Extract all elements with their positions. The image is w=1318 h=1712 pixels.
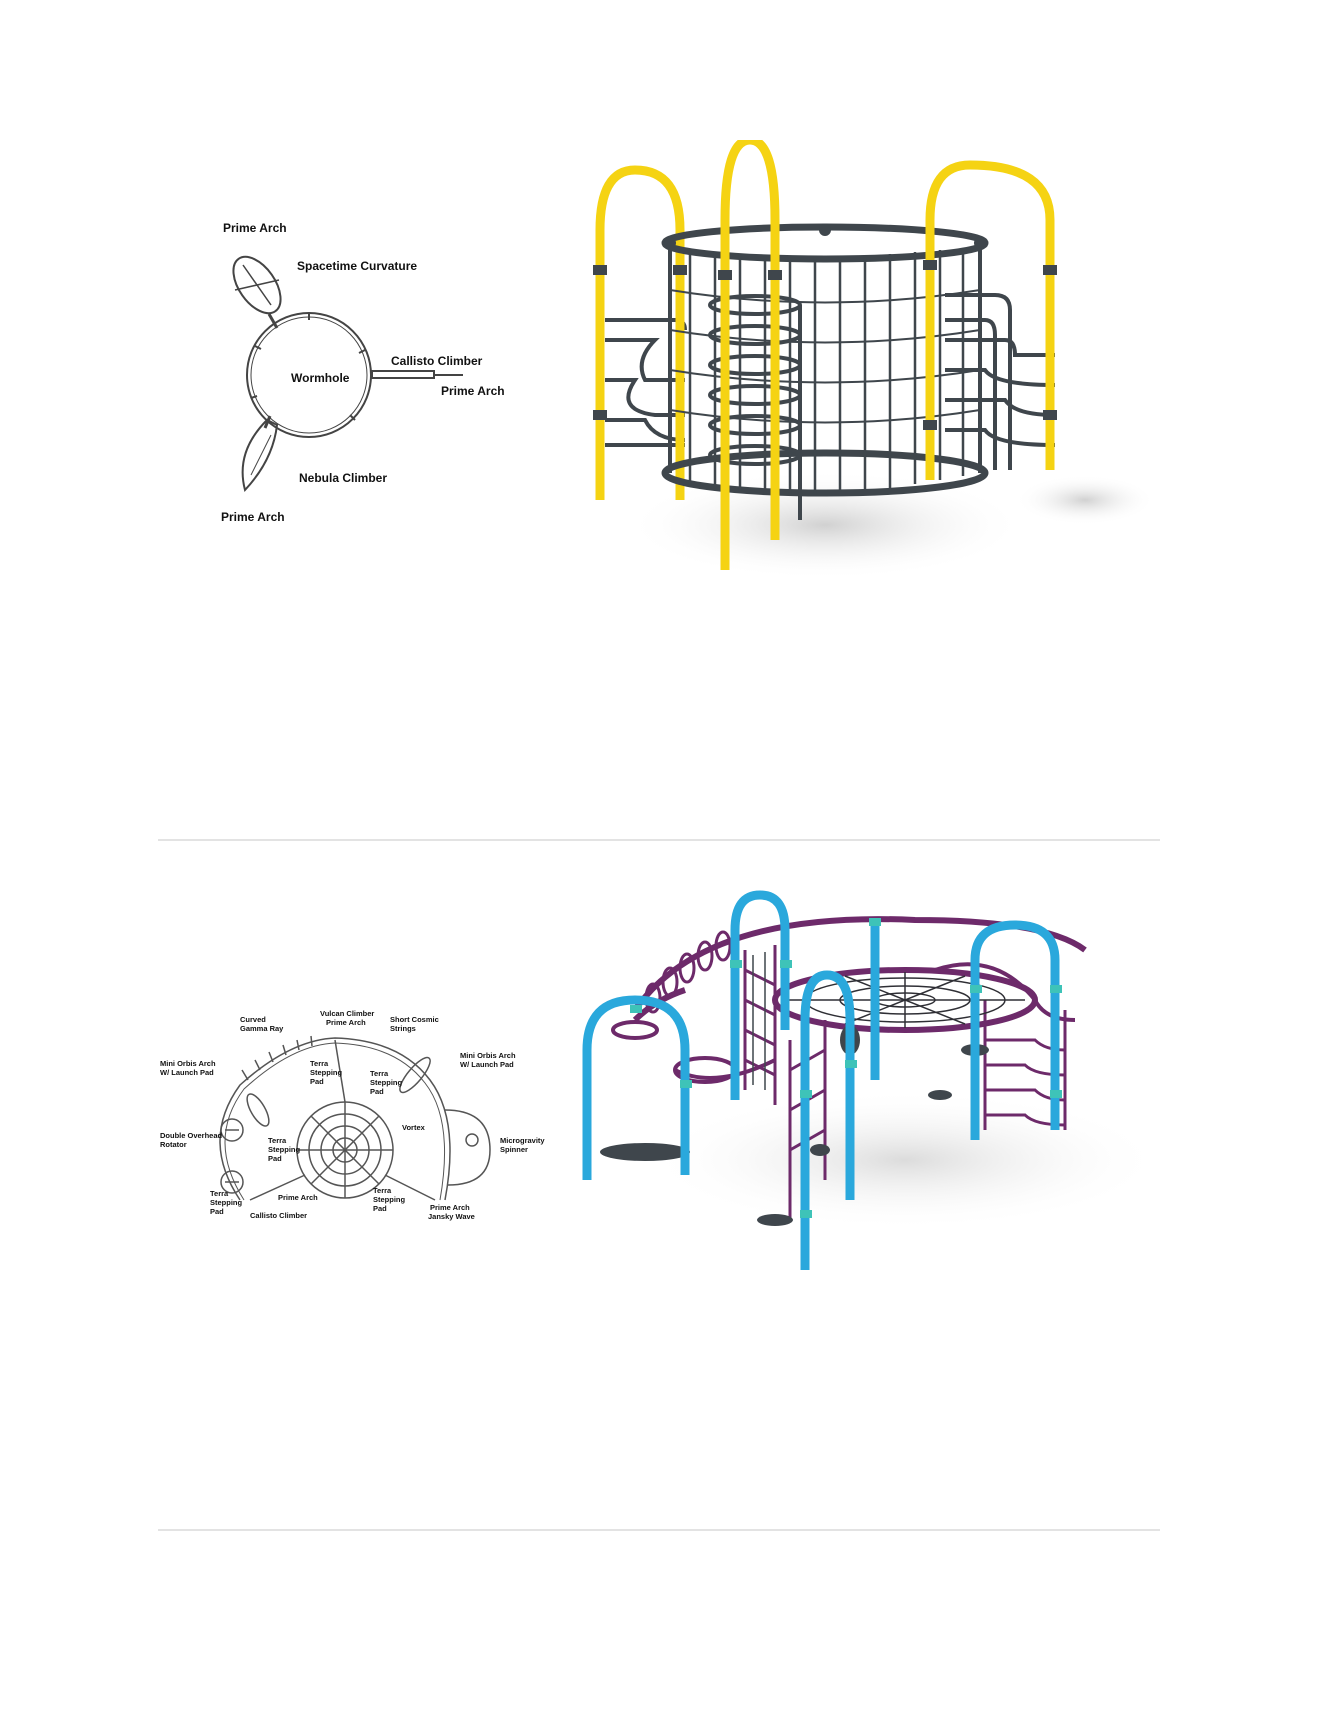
yellow-arch-right xyxy=(925,160,1055,480)
blue-arch-front-left xyxy=(582,995,690,1180)
section-divider-1 xyxy=(158,839,1160,841)
blue-arch-back-right xyxy=(970,920,1060,1140)
label-terra-low: Terra xyxy=(210,1189,229,1198)
label-terra-low-pad: Pad xyxy=(210,1207,224,1216)
label-mini-orbis-left: Mini Orbis Arch xyxy=(160,1059,216,1068)
label-terra-mid: Terra xyxy=(268,1136,287,1145)
label-callisto-climber: Callisto Climber xyxy=(391,354,483,368)
label-terra-right-stepping: Stepping xyxy=(370,1078,402,1087)
label-terra-top-pad: Pad xyxy=(310,1077,324,1086)
label-gamma-ray: Gamma Ray xyxy=(240,1024,284,1033)
label-terra-right-pad: Pad xyxy=(370,1087,384,1096)
label-prime-arch-right: Prime Arch xyxy=(441,384,505,398)
microgravity-spinner-shape xyxy=(444,1109,491,1186)
label-terra-top: Terra xyxy=(310,1059,329,1068)
label-callisto-climber-low: Callisto Climber xyxy=(250,1211,307,1220)
label-prime-arch-bottom: Prime Arch xyxy=(221,510,285,524)
label-curved: Curved xyxy=(240,1015,266,1024)
outer-arc xyxy=(219,1037,451,1201)
label-spinner: Spinner xyxy=(500,1145,528,1154)
section-divider-2 xyxy=(158,1529,1160,1531)
label-terra-lowr: Terra xyxy=(373,1186,392,1195)
callisto-climber-shape xyxy=(371,370,435,379)
label-terra-lowr-pad: Pad xyxy=(373,1204,387,1213)
label-terra-top-stepping: Stepping xyxy=(310,1068,342,1077)
label-jansky-wave: Jansky Wave xyxy=(428,1212,475,1221)
right-wave-panel xyxy=(945,293,1056,470)
product-section-2: Curved Gamma Ray Vulcan Climber Prime Ar… xyxy=(0,860,1318,1540)
label-prime-arch-top: Prime Arch xyxy=(223,221,287,235)
label-terra-lowr-stepping: Stepping xyxy=(373,1195,405,1204)
label-prime-arch-jansky: Prime Arch xyxy=(430,1203,470,1212)
plan-diagram-vortex: Curved Gamma Ray Vulcan Climber Prime Ar… xyxy=(160,1010,545,1221)
label-prime-arch-low: Prime Arch xyxy=(278,1193,318,1202)
label-vulcan-prime-arch: Prime Arch xyxy=(326,1018,366,1027)
label-mini-orbis-right: Mini Orbis Arch xyxy=(460,1051,516,1060)
label-rotator: Rotator xyxy=(160,1140,187,1149)
yellow-arch-center xyxy=(720,140,780,570)
label-vortex: Vortex xyxy=(402,1123,426,1132)
label-nebula-climber: Nebula Climber xyxy=(299,471,387,485)
label-launch-pad-right: W/ Launch Pad xyxy=(460,1060,514,1069)
product-section-1: Prime Arch Spacetime Curvature Wormhole … xyxy=(0,0,1318,840)
label-short-cosmic: Short Cosmic xyxy=(390,1015,439,1024)
label-terra-mid-stepping: Stepping xyxy=(268,1145,300,1154)
product-render-wormhole xyxy=(593,140,1155,580)
label-terra-low-stepping: Stepping xyxy=(210,1198,242,1207)
plan-diagram-wormhole: Prime Arch Spacetime Curvature Wormhole … xyxy=(221,221,505,524)
label-vulcan-climber: Vulcan Climber xyxy=(320,1010,374,1018)
label-wormhole: Wormhole xyxy=(291,371,350,385)
yellow-arch-left xyxy=(595,165,685,500)
left-wave-panel xyxy=(605,318,687,447)
blue-arches xyxy=(582,890,1060,1270)
product-render-vortex xyxy=(582,890,1165,1270)
label-microgravity: Microgravity xyxy=(500,1136,545,1145)
label-strings: Strings xyxy=(390,1024,416,1033)
blue-arch-front-center xyxy=(800,970,855,1270)
spacetime-curvature-shape xyxy=(232,255,282,315)
label-launch-pad-left: W/ Launch Pad xyxy=(160,1068,214,1077)
label-terra-mid-pad: Pad xyxy=(268,1154,282,1163)
label-terra-right: Terra xyxy=(370,1069,389,1078)
blue-arch-back-left xyxy=(730,890,790,1100)
label-double-overhead: Double Overhead xyxy=(160,1131,223,1140)
label-spacetime-curvature: Spacetime Curvature xyxy=(297,259,417,273)
nebula-climber-shape xyxy=(241,418,279,493)
